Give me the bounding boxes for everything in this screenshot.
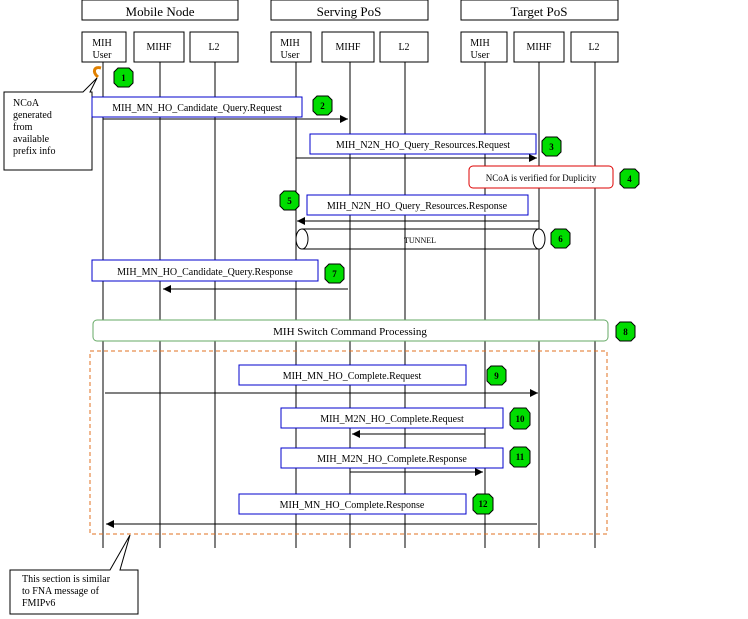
entity-label: MIHF (146, 42, 171, 53)
step-marker (550, 228, 571, 249)
step-number: 12 (479, 499, 489, 509)
step-number: 9 (494, 371, 499, 381)
step-marker (279, 190, 300, 211)
callout-line: from (13, 122, 33, 133)
group-serving-pos: Serving PoS (270, 0, 429, 21)
message-4: NCoA is verified for Duplicity 4 (468, 165, 640, 189)
step-number: 2 (320, 101, 325, 111)
step-number: 5 (287, 196, 292, 206)
message-label: NCoA is verified for Duplicity (486, 173, 597, 183)
entity-sp-mih-user: MIH User (270, 31, 312, 63)
message-6-tunnel: TUNNEL 6 (295, 228, 571, 250)
entity-tp-l2: L2 (570, 31, 619, 63)
entity-mn-mihf: MIHF (133, 31, 185, 63)
message-12: MIH_MN_HO_Complete.Response 12 (106, 493, 537, 528)
entity-label: MIHF (526, 42, 551, 53)
entity-tp-mihf: MIHF (513, 31, 565, 63)
message-label: MIH_N2N_HO_Query_Resources.Request (336, 140, 510, 151)
entity-label: MIH (92, 38, 111, 49)
group-label-mobile-node: Mobile Node (126, 4, 195, 19)
message-11: MIH_M2N_HO_Complete.Response 11 (280, 446, 531, 476)
group-label-serving-pos: Serving PoS (317, 4, 382, 19)
step-number: 11 (516, 452, 525, 462)
entity-label: L2 (588, 42, 599, 53)
message-label: MIH_MN_HO_Candidate_Query.Response (117, 267, 293, 278)
group-target-pos: Target PoS (460, 0, 619, 21)
entity-label: MIH (280, 38, 299, 49)
step-number: 6 (558, 234, 563, 244)
step-marker (615, 321, 636, 342)
message-label: MIH_MN_HO_Complete.Request (283, 371, 422, 382)
step-number: 1 (121, 73, 126, 83)
message-label: MIH_M2N_HO_Complete.Response (317, 454, 467, 465)
message-5: 5 MIH_N2N_HO_Query_Resources.Response (279, 190, 539, 225)
step-number: 8 (623, 327, 628, 337)
entity-mn-mih-user: MIH User (81, 31, 127, 63)
callout-line: This section is similar (22, 574, 111, 585)
message-label: MIH_MN_HO_Complete.Response (280, 500, 425, 511)
group-mobile-node: Mobile Node (81, 0, 239, 21)
message-7: MIH_MN_HO_Candidate_Query.Response 7 (91, 259, 348, 293)
step-marker (509, 407, 531, 430)
tunnel-label: TUNNEL (404, 236, 436, 245)
callout-line: NCoA (13, 98, 40, 109)
entity-label: L2 (398, 42, 409, 53)
ncoa-callout: NCoA generated from available prefix inf… (3, 77, 98, 171)
message-8-switch-command: MIH Switch Command Processing 8 (92, 319, 636, 342)
step-marker (312, 95, 333, 116)
message-label: MIH_MN_HO_Candidate_Query.Request (112, 103, 282, 114)
message-label: MIH Switch Command Processing (273, 326, 427, 338)
entity-sublabel: User (281, 50, 301, 61)
entity-sublabel: User (471, 50, 491, 61)
step-marker (541, 136, 562, 157)
step-number: 3 (549, 142, 554, 152)
callout-line: FMIPv6 (22, 598, 55, 609)
entity-label: MIH (470, 38, 489, 49)
step-marker-1: 1 (92, 66, 134, 88)
message-label: MIH_N2N_HO_Query_Resources.Response (327, 201, 508, 212)
step-marker (509, 446, 531, 468)
message-3: MIH_N2N_HO_Query_Resources.Request 3 (296, 133, 562, 162)
message-9: MIH_MN_HO_Complete.Request 9 (105, 364, 538, 397)
entity-mn-l2: L2 (189, 31, 239, 63)
message-10: MIH_M2N_HO_Complete.Request 10 (280, 407, 531, 438)
step-number: 7 (332, 269, 337, 279)
callout-line: to FNA message of (22, 586, 100, 597)
entity-sublabel: User (93, 50, 113, 61)
message-label: MIH_M2N_HO_Complete.Request (320, 414, 464, 425)
callout-line: generated (13, 110, 52, 121)
callout-line: prefix info (13, 146, 56, 157)
entity-sp-mihf: MIHF (321, 31, 375, 63)
callout-line: available (13, 134, 50, 145)
entity-tp-mih-user: MIH User (460, 31, 508, 63)
entity-label: MIHF (335, 42, 360, 53)
message-2: MIH_MN_HO_Candidate_Query.Request 2 (91, 95, 348, 123)
group-label-target-pos: Target PoS (511, 4, 568, 19)
step-marker (472, 493, 494, 515)
entity-sp-l2: L2 (379, 31, 429, 63)
step-marker (486, 365, 507, 386)
step-number: 10 (516, 414, 526, 424)
step-marker (324, 263, 345, 284)
step-marker (619, 168, 640, 189)
entity-label: L2 (208, 42, 219, 53)
fna-callout: This section is similar to FNA message o… (9, 534, 139, 615)
step-number: 4 (627, 174, 632, 184)
